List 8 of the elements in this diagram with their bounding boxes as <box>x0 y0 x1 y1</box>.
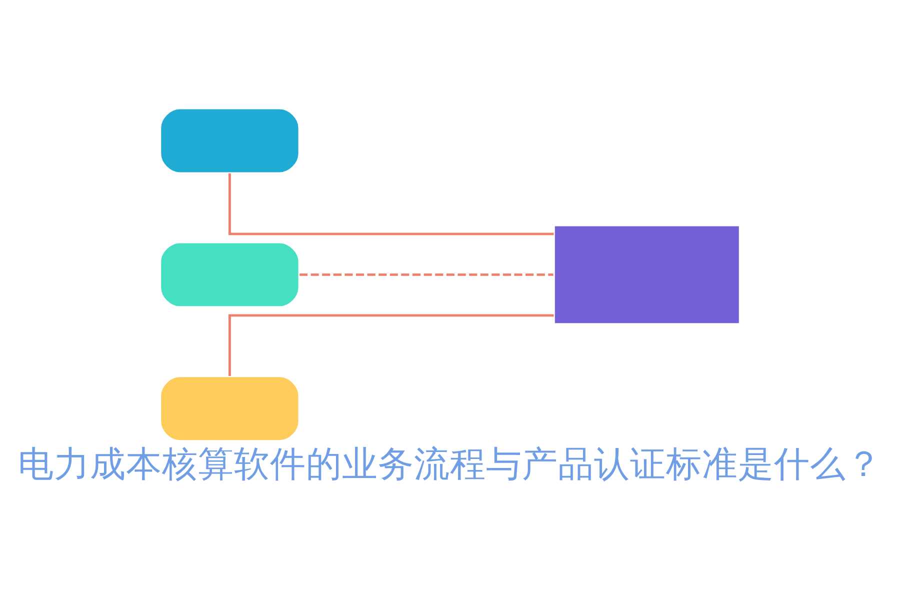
node-box <box>553 224 740 324</box>
diagram-title: 电力成本核算软件的业务流程与产品认证标准是什么？ <box>18 443 882 484</box>
node-box <box>160 375 300 442</box>
node-box <box>160 241 300 308</box>
connector <box>228 172 554 235</box>
connector <box>228 314 554 376</box>
node-box <box>160 107 300 174</box>
connector <box>300 272 554 276</box>
